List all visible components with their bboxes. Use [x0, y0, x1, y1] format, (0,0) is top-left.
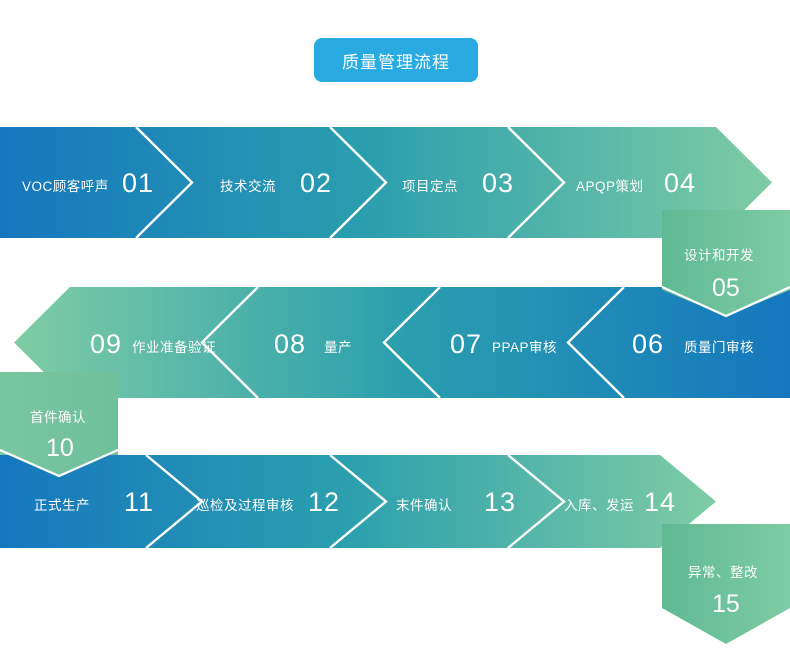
page-title: 质量管理流程: [314, 38, 478, 82]
connector-15-shape: [662, 524, 790, 644]
row-2-shape: [14, 285, 790, 399]
connector-10-shape: [0, 372, 118, 476]
row-1-shape: [0, 126, 772, 239]
page-title-text: 质量管理流程: [342, 52, 450, 72]
row-3-shape: [0, 448, 716, 549]
